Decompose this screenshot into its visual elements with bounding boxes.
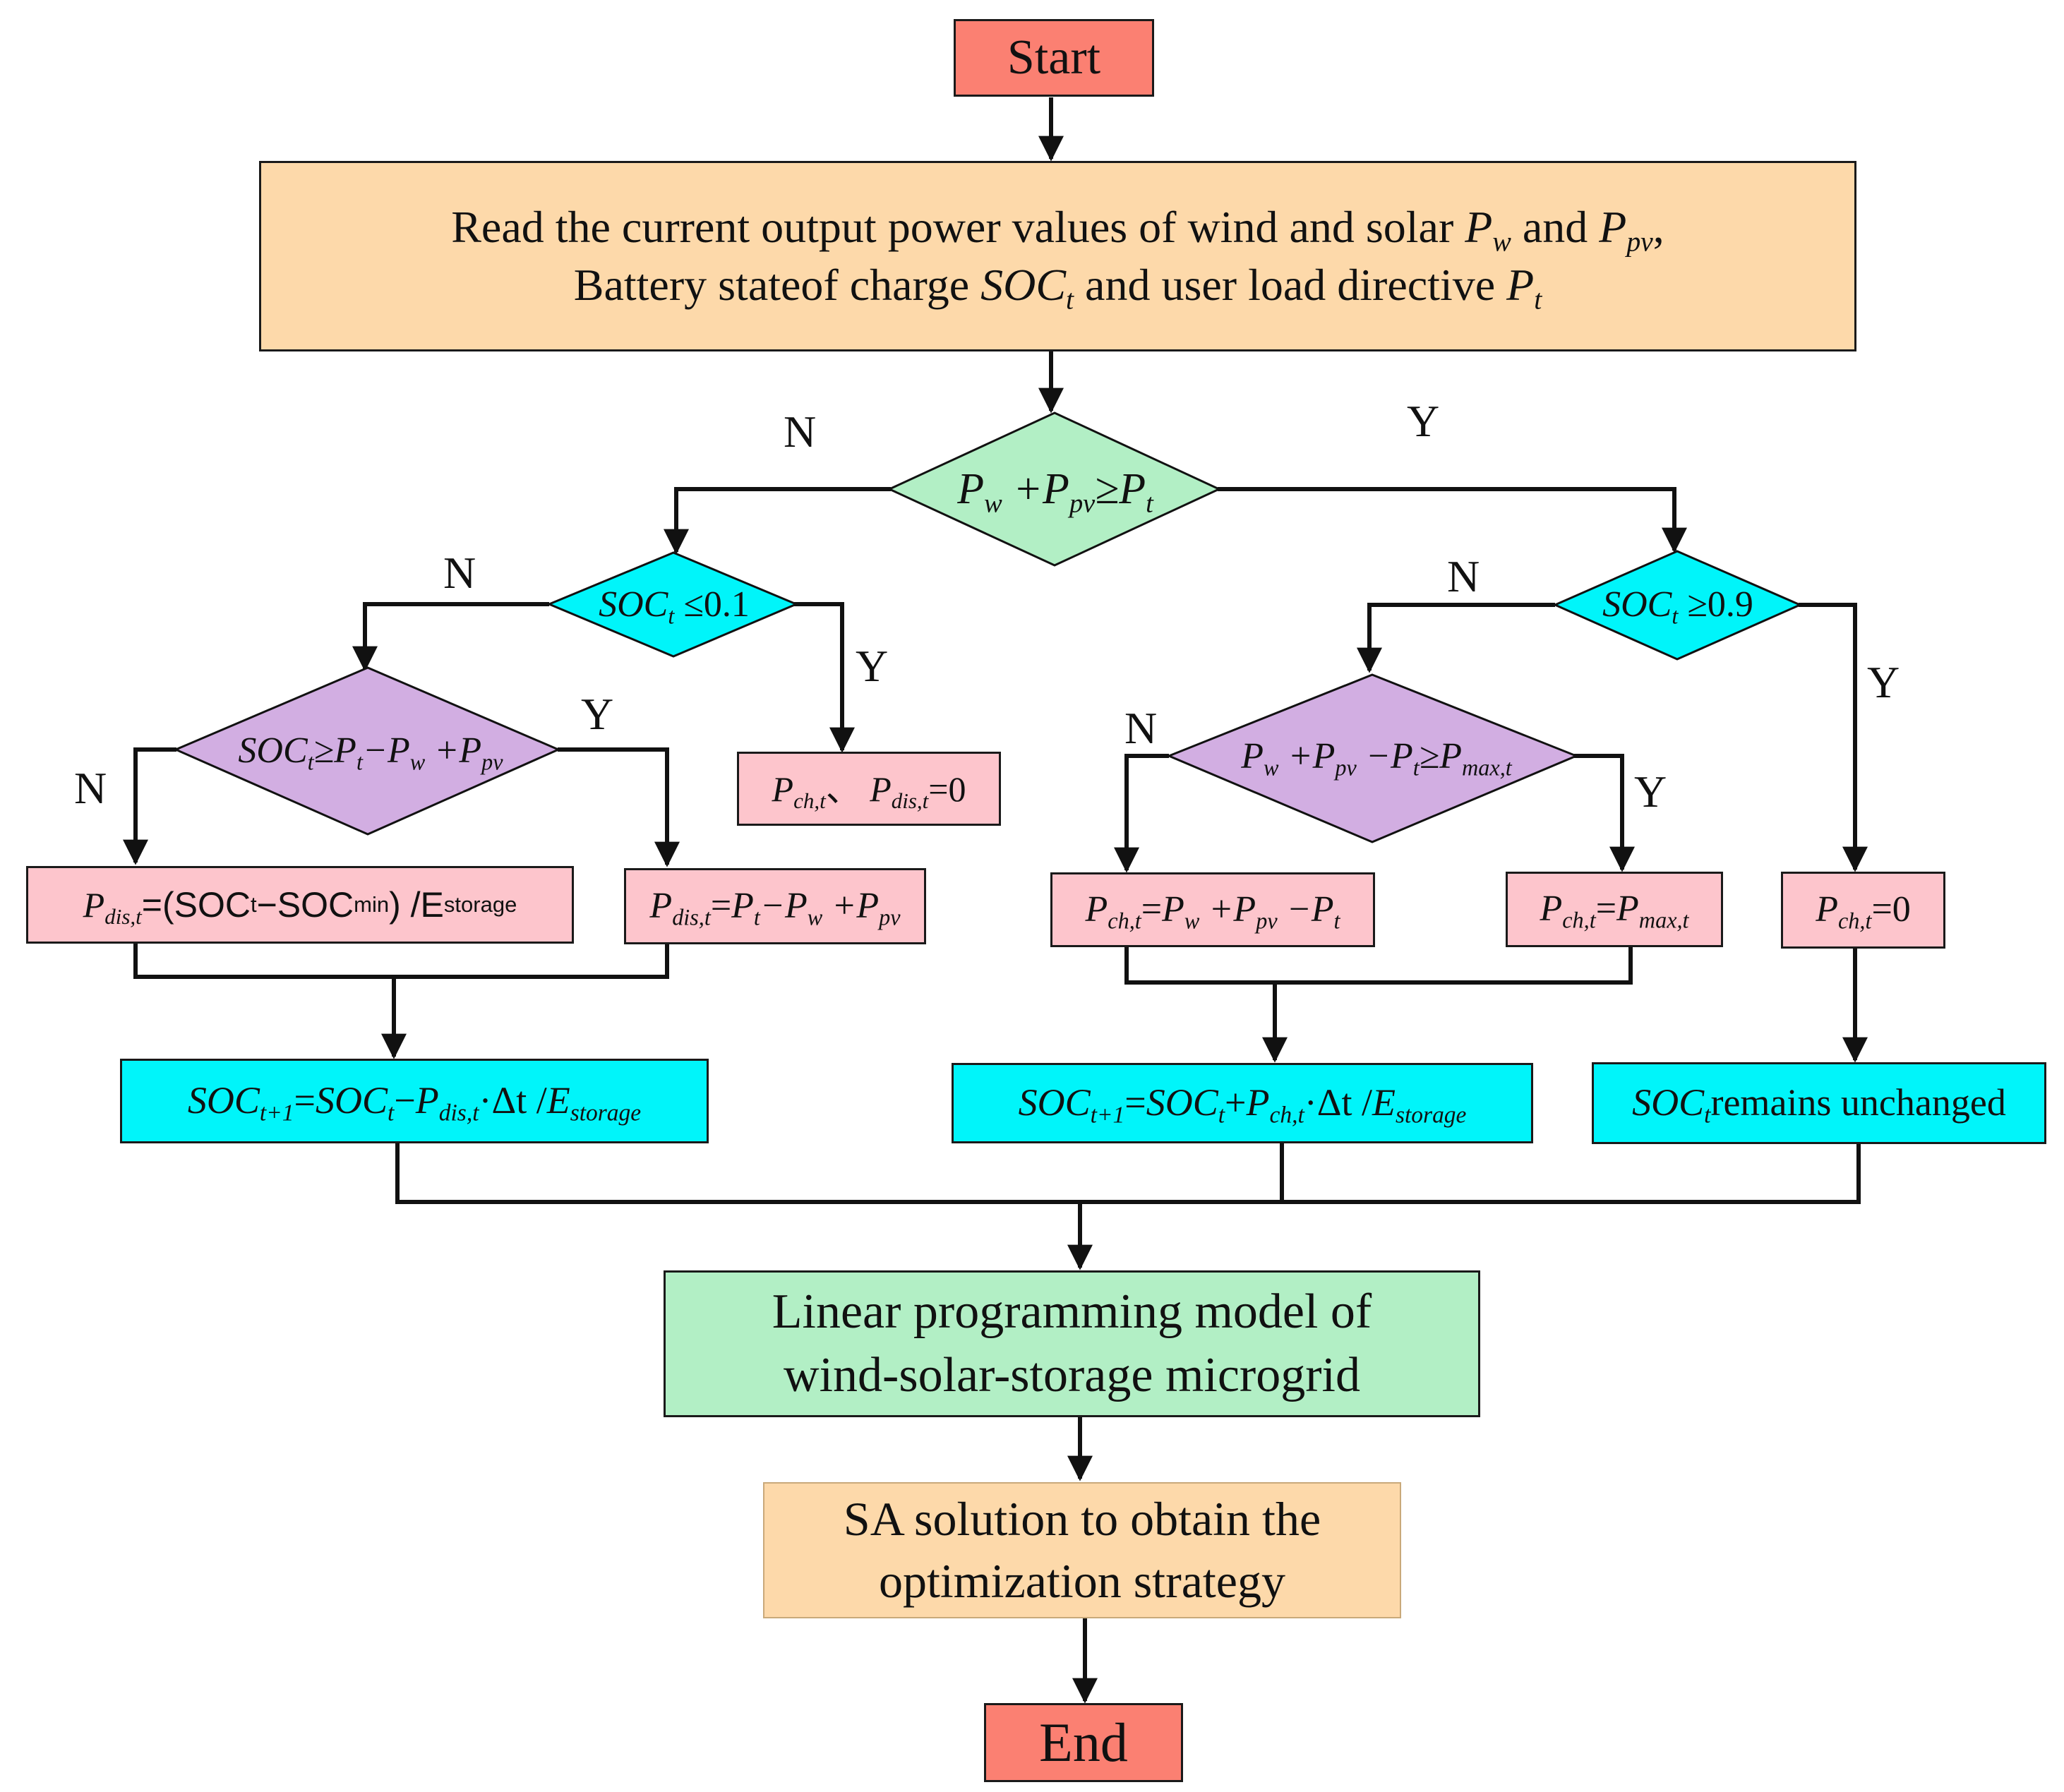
label-right-soc-yes: Y xyxy=(1867,657,1900,707)
decision-right-sub-shape xyxy=(1166,673,1579,843)
read-line-1: Read the current output power values of … xyxy=(451,202,1664,258)
decision-left-sub-label: SOCt≥Pt−Pw +Ppv xyxy=(238,730,503,774)
arrow-left-soc-no xyxy=(352,602,549,672)
arrow-main-yes xyxy=(1218,487,1687,553)
read-inputs-box: Read the current output power values of … xyxy=(259,161,1856,351)
arrow-right-soc-no xyxy=(1357,603,1555,673)
linear-model-line-1: Linear programming model of xyxy=(772,1285,1372,1340)
end-terminal: End xyxy=(984,1703,1183,1782)
sa-solution-box: SA solution to obtain the optimization s… xyxy=(763,1482,1401,1618)
arrow-main-no xyxy=(664,487,891,555)
arrow-left-sub-no xyxy=(123,747,176,865)
box-pch-surplus-formula: Pch,t=Pw +Ppv −Pt xyxy=(1050,872,1375,947)
label-right-sub-no: N xyxy=(1124,703,1158,753)
label-left-soc-yes: Y xyxy=(856,641,889,691)
box-pch-zero: Pch,t=0 xyxy=(1781,872,1945,949)
arrow-right-sub-no xyxy=(1114,754,1169,873)
merge-right xyxy=(1124,947,1633,985)
read-line-2: Battery stateof charge SOCt and user loa… xyxy=(573,260,1542,315)
linear-model-line-2: wind-solar-storage microgrid xyxy=(784,1348,1360,1402)
merge-left xyxy=(133,944,669,979)
decision-left-sub-shape xyxy=(173,666,561,836)
decision-left-soc-shape xyxy=(546,551,799,658)
label-main-no: N xyxy=(784,407,817,457)
sa-solution-line-2: optimization strategy xyxy=(879,1553,1285,1608)
end-label: End xyxy=(1039,1712,1128,1774)
arrow-left-sub-yes xyxy=(558,747,680,867)
linear-model-box: Linear programming model of wind-solar-s… xyxy=(664,1270,1480,1417)
box-soc-charge-update: SOCt+1=SOCt+Pch,t·Δt /Estorage xyxy=(952,1063,1533,1143)
decision-left-soc-label: SOCt ≤0.1 xyxy=(599,584,750,628)
box-soc-unchanged: SOCt remains unchanged xyxy=(1592,1062,2046,1144)
decision-right-sub-label: Pw +Ppv −Pt≥Pmax,t xyxy=(1241,735,1512,780)
box-pdis-load-formula: Pdis,t=Pt−Pw +Ppv xyxy=(624,868,926,944)
label-left-soc-no: N xyxy=(443,548,476,598)
decision-right-soc-shape xyxy=(1552,550,1803,661)
label-right-sub-yes: Y xyxy=(1634,766,1667,817)
start-terminal: Start xyxy=(954,19,1154,97)
arrow-right-soc-yes xyxy=(1799,603,1868,872)
decision-main-label: Pw +Ppv≥Pt xyxy=(957,464,1153,518)
sa-solution-line-1: SA solution to obtain the xyxy=(843,1492,1321,1546)
arrow-left-soc-yes xyxy=(794,602,855,753)
box-pch-max-formula: Pch,t=Pmax,t xyxy=(1506,872,1723,947)
label-left-sub-no: N xyxy=(74,763,107,813)
decision-right-soc-label: SOCt ≥0.9 xyxy=(1602,584,1753,628)
box-soc-discharge-update: SOCt+1=SOCt−Pdis,t·Δt /Estorage xyxy=(120,1059,709,1143)
label-main-yes: Y xyxy=(1407,396,1440,446)
label-left-sub-yes: Y xyxy=(581,689,614,739)
merge-bottom xyxy=(395,1143,1861,1204)
label-right-soc-no: N xyxy=(1447,551,1480,601)
decision-main-shape xyxy=(887,411,1222,567)
box-pch-pdis-zero: Pch,t、 Pdis,t=0 xyxy=(737,752,1001,826)
start-label: Start xyxy=(1007,30,1101,85)
arrow-right-sub-yes xyxy=(1574,754,1635,872)
